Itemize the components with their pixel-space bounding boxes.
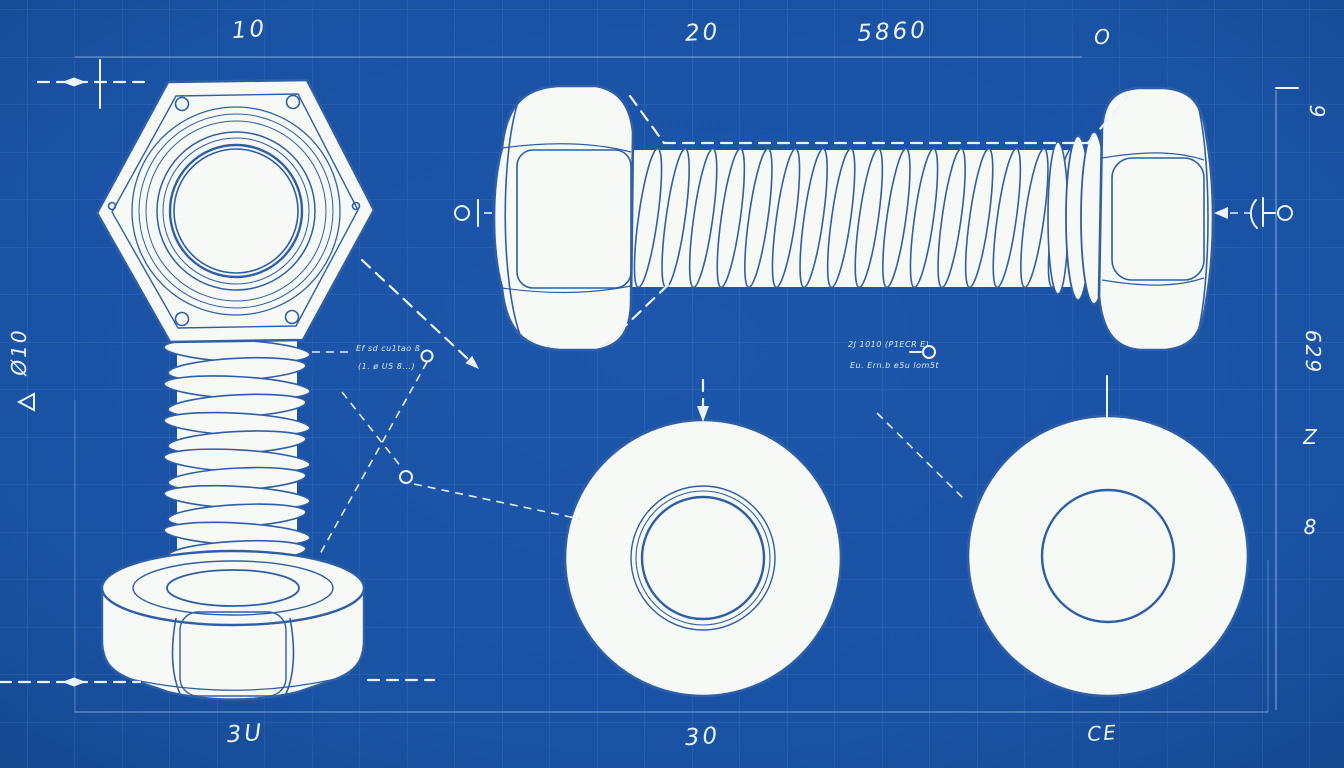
leader-balloon xyxy=(420,349,434,363)
datum-circle xyxy=(1277,205,1293,221)
dim-top-right: 5860 xyxy=(857,17,929,47)
bolt-bore-hole xyxy=(173,148,299,274)
dimension-labels: 10 20 5860 O 3U 30 CE Ø10 9 629 Z 8 xyxy=(7,16,1329,751)
grid-boundary xyxy=(74,56,1269,713)
datum-circle xyxy=(454,205,470,221)
left-margin-triangle-icon xyxy=(16,392,35,412)
dimension-arrow-diamond xyxy=(62,77,86,87)
dim-top-left: 10 xyxy=(231,16,268,44)
down-arrowhead xyxy=(697,406,709,422)
note-right-line1: 2J 1010 (P1ECR E) xyxy=(848,340,929,349)
dim-right-1: 9 xyxy=(1305,105,1329,120)
dim-bottom-left: 3U xyxy=(226,720,265,749)
leader-balloon xyxy=(399,470,413,484)
washer-a-bore xyxy=(640,495,766,621)
note-right-line2: Eu. Ern.b e5u lom5t xyxy=(850,361,939,370)
hex-head-side-view xyxy=(492,84,635,352)
dimension-arrow-diamond xyxy=(62,677,86,687)
dimension-lines xyxy=(0,59,1299,710)
thread-collar xyxy=(1047,131,1108,305)
dim-right-2: 629 xyxy=(1301,330,1325,374)
dim-bottom-mid: 30 xyxy=(684,723,721,751)
annotation-notes: Ef sd cu1tao ß (1. ø U5 8...) 2J 1010 (P… xyxy=(356,340,939,371)
washer-front-view-b xyxy=(966,414,1250,698)
note-left-line2: (1. ø U5 8...) xyxy=(358,362,415,371)
hex-nut-side-view-right xyxy=(1097,86,1215,352)
head-corner-marks xyxy=(107,94,361,327)
bolt-front-view xyxy=(95,78,376,701)
note-left-line1: Ef sd cu1tao ß xyxy=(356,344,420,353)
washer-b-bore xyxy=(1040,488,1176,624)
dim-left-vertical: Ø10 xyxy=(7,328,31,376)
dim-top-far-right: O xyxy=(1094,25,1112,49)
hex-nut-side-view xyxy=(100,549,366,701)
hex-head-top-view xyxy=(95,78,376,344)
bolt-side-view xyxy=(492,84,1215,352)
dim-right-4: 8 xyxy=(1304,515,1319,539)
left-arrowhead xyxy=(1214,207,1228,219)
washer-front-view-a xyxy=(563,418,843,698)
leader-balloon xyxy=(922,345,936,359)
dim-top-mid: 20 xyxy=(684,19,721,47)
leader-arrowhead xyxy=(465,355,479,369)
dim-bottom-right: CE xyxy=(1086,720,1118,746)
dim-right-3: Z xyxy=(1302,425,1319,449)
